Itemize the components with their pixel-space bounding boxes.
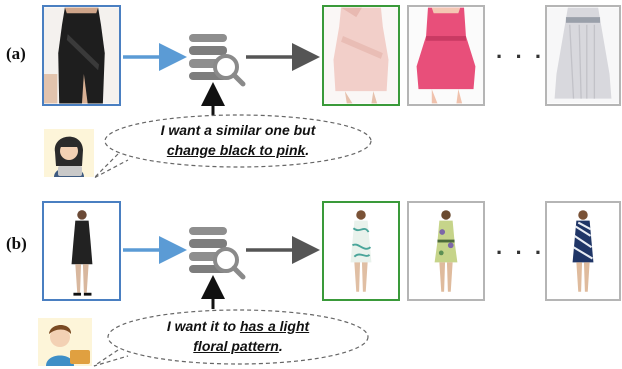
panel-a-feedback-line-1: I want a similar one but	[160, 122, 316, 138]
green-floral-dress-model-icon	[409, 203, 483, 299]
navy-pattern-dress-model-icon	[547, 203, 619, 299]
woman-user-avatar	[44, 129, 94, 177]
panel-a-database-search-icon	[189, 34, 246, 87]
panel-b-ellipsis: · · ·	[496, 240, 546, 265]
panel-b-feedback-line-2: floral pattern.	[135, 336, 341, 356]
floral-dress-model-icon	[324, 203, 398, 299]
grey-white-dress-icon	[547, 7, 619, 104]
panel-b-feedback-plain: I want it to	[166, 318, 237, 334]
panel-b-label: (b)	[6, 234, 27, 253]
panel-a-ellipsis: · · ·	[496, 44, 546, 69]
panel-a-feedback-text: I want a similar one but change black to…	[125, 120, 351, 160]
black-dress-icon	[44, 7, 119, 104]
panel-a-query-image	[42, 5, 121, 106]
man-user-avatar	[38, 318, 92, 366]
panel-b-feedback-period: .	[278, 338, 283, 354]
panel-a-label: (a)	[6, 44, 26, 63]
panel-b-feedback-underlined-2: floral pattern	[193, 338, 279, 354]
panel-a-feedback-period: .	[305, 142, 310, 158]
panel-a-feedback-underlined: change black to pink	[166, 142, 306, 158]
pink-dress-icon	[409, 7, 483, 104]
black-dress-model-icon	[44, 203, 119, 299]
panel-b-query-image	[42, 201, 121, 301]
light-pink-dress-icon	[324, 7, 398, 104]
panel-a-result-2[interactable]	[407, 5, 485, 106]
panel-b-feedback-underlined-1: has a light	[239, 318, 310, 334]
panel-a-result-3[interactable]	[545, 5, 621, 106]
panel-b-result-1[interactable]	[322, 201, 400, 301]
panel-b-feedback-line-1: I want it to has a light	[135, 316, 341, 336]
panel-b-database-search-icon	[189, 227, 246, 280]
panel-a-feedback-line-2: change black to pink.	[125, 140, 351, 160]
panel-b-result-3[interactable]	[545, 201, 621, 301]
panel-b-feedback-text: I want it to has a light floral pattern.	[135, 316, 341, 356]
panel-a-result-1[interactable]	[322, 5, 400, 106]
panel-b-result-2[interactable]	[407, 201, 485, 301]
